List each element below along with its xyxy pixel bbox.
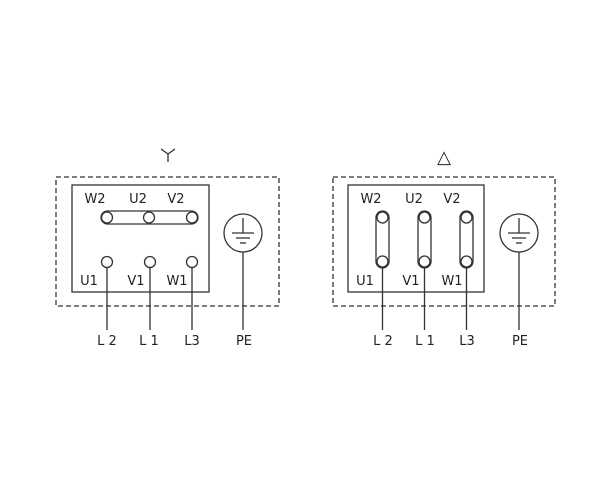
star-label-u2: U2 — [129, 192, 147, 207]
star-label-v1: V1 — [127, 274, 144, 289]
star-symbol-icon — [160, 148, 176, 162]
delta-label-v2: V2 — [443, 192, 460, 207]
star-earth-icon — [223, 213, 263, 253]
delta-connection-diagram: △ W2 U2 V2 U1 V1 W1 L 2 L 1 L3 — [332, 147, 556, 349]
star-earth-label: PE — [236, 334, 252, 349]
star-line-label-l1: L 1 — [139, 334, 159, 349]
star-terminal-u2 — [142, 211, 156, 224]
star-terminal-v1 — [143, 255, 157, 269]
delta-label-v1: V1 — [402, 274, 419, 289]
delta-terminal-w2 — [376, 211, 389, 224]
star-terminal-w2 — [100, 211, 114, 224]
star-line-label-l2: L 2 — [97, 334, 117, 349]
delta-earth-icon — [499, 213, 539, 253]
star-label-w2: W2 — [84, 192, 105, 207]
delta-terminal-v1 — [418, 255, 431, 268]
delta-line-label-l3: L3 — [459, 334, 475, 349]
delta-line-label-l1: L 1 — [415, 334, 435, 349]
delta-earth-label: PE — [512, 334, 528, 349]
delta-terminal-v2 — [460, 211, 473, 224]
star-terminal-v2 — [185, 211, 199, 224]
star-terminal-u1 — [100, 255, 114, 269]
star-line-label-l3: L3 — [184, 334, 200, 349]
star-label-w1: W1 — [166, 274, 187, 289]
delta-label-w1: W1 — [441, 274, 462, 289]
star-label-u1: U1 — [80, 274, 98, 289]
delta-label-u1: U1 — [356, 274, 374, 289]
star-terminal-w1 — [185, 255, 199, 269]
star-terminal-board — [71, 184, 210, 293]
delta-symbol: △ — [437, 147, 451, 168]
delta-terminal-w1 — [460, 255, 473, 268]
star-label-v2: V2 — [167, 192, 184, 207]
delta-terminal-board — [347, 184, 485, 293]
star-connection-diagram: Y W2 U2 V2 U1 V1 W1 L 2 L — [55, 148, 280, 349]
delta-label-w2: W2 — [360, 192, 381, 207]
delta-label-u2: U2 — [405, 192, 423, 207]
delta-terminal-u1 — [376, 255, 389, 268]
delta-terminal-u2 — [418, 211, 431, 224]
delta-line-label-l2: L 2 — [373, 334, 393, 349]
